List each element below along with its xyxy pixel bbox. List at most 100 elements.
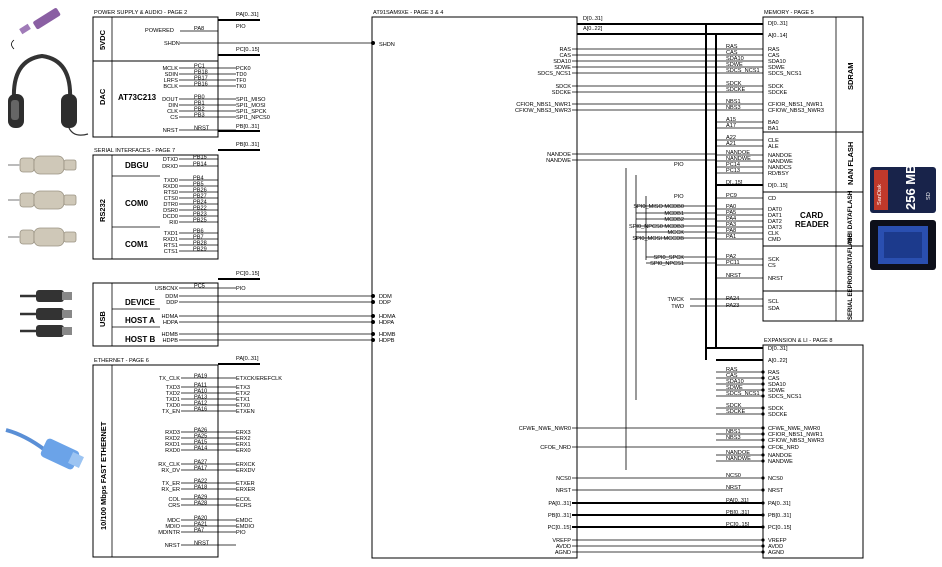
exp-sig: SDCKE bbox=[726, 409, 746, 415]
eth-func: ERXDV bbox=[236, 468, 256, 474]
eth-func: EMDC bbox=[236, 518, 252, 524]
card-pin: DAT1 bbox=[768, 213, 782, 219]
dac-func: PCK0 bbox=[236, 66, 251, 72]
mem-pin: CFIOR_NBS1_NWR1 bbox=[768, 102, 823, 108]
exp-pin: PC[0..15] bbox=[768, 525, 792, 531]
hosta-label: HOST A bbox=[125, 316, 155, 325]
mcu-usb-pin: HDMA bbox=[379, 314, 396, 320]
eth-func: ECRS bbox=[236, 503, 252, 509]
card-sig: PA1 bbox=[726, 234, 736, 240]
eth-port: PA10 bbox=[194, 389, 207, 395]
card-pin: DAT0 bbox=[768, 207, 782, 213]
dac-pin: LRFS bbox=[164, 78, 179, 84]
exp-sig: NBS3 bbox=[726, 435, 741, 441]
dac-func: SPI1_MOSI bbox=[236, 103, 266, 109]
dac-label: DAC bbox=[98, 88, 107, 105]
ser-pin: CS bbox=[768, 263, 776, 269]
mci-label: MCI DATAFLASH bbox=[847, 190, 854, 243]
nand-sig: PC14 bbox=[726, 162, 740, 168]
mcu-mci-pin: MCCK bbox=[668, 230, 685, 236]
pio-power: PIO bbox=[236, 24, 246, 30]
twi-pin: SDA bbox=[768, 306, 780, 312]
rs232-label: RS232 bbox=[98, 199, 107, 222]
dac-pin: CS bbox=[170, 115, 178, 121]
mcu-block bbox=[371, 16, 578, 559]
serial-port: PB6 bbox=[193, 229, 204, 235]
shdn-label: SHDN bbox=[164, 41, 180, 47]
eth-port: PA21 bbox=[194, 522, 207, 528]
dbgu-label: DBGU bbox=[125, 161, 149, 170]
mem-sig: SDCK bbox=[726, 81, 742, 87]
eth-func: ETXCK/EREFCLK bbox=[236, 376, 282, 382]
exp-pin-dot bbox=[761, 445, 765, 449]
serial-port: PB29 bbox=[193, 247, 207, 253]
eth-pin: RX_DV bbox=[161, 468, 180, 474]
mem-sig: SDA10 bbox=[726, 56, 744, 62]
mcu-twi-pin: TWD bbox=[671, 304, 684, 310]
usb-pin: HDMA bbox=[162, 314, 179, 320]
eth-func: ETX3 bbox=[236, 385, 250, 391]
nand-pin: NANDCS bbox=[768, 165, 792, 171]
serial-port: PB24 bbox=[193, 200, 207, 206]
eth-port: PA22 bbox=[194, 479, 207, 485]
mcu-port-bus: PB[0..31] bbox=[548, 513, 571, 519]
exp-pin: NANDOE bbox=[768, 453, 792, 459]
mcu-usb-pin: DDM bbox=[379, 294, 392, 300]
eth-pin: MDIO bbox=[165, 524, 180, 530]
nand-pin: NANDOE bbox=[768, 153, 792, 159]
eth-pin: RX_CLK bbox=[158, 462, 180, 468]
nand-pin: RD/BSY bbox=[768, 171, 789, 177]
dac-port: PC1 bbox=[194, 64, 205, 70]
mcu-twi-pin: TWCK bbox=[668, 297, 685, 303]
mcu-usb-pin: HDMB bbox=[379, 332, 396, 338]
usb-pin: HDMB bbox=[162, 332, 179, 338]
mcu-sdram-pin: CFIOR_NBS1_NWR1 bbox=[516, 102, 571, 108]
eth-port: PA20 bbox=[194, 516, 207, 522]
exp-pin: SDCS_NCS1 bbox=[768, 394, 802, 400]
eth-pin: TXD0 bbox=[166, 403, 180, 409]
mem-pin: SDCK bbox=[768, 84, 784, 90]
eth-func: ERX3 bbox=[236, 430, 251, 436]
exp-pin-dot bbox=[761, 476, 765, 480]
bus-pb-dac: PB[0..31] bbox=[236, 124, 259, 130]
nand-pin: NANDWE bbox=[768, 159, 793, 165]
usb-pin-dot bbox=[371, 294, 375, 298]
exp-sig: PA[0..31] bbox=[726, 498, 749, 504]
sd-card-icon: SanDisk 256 MB SD bbox=[870, 164, 936, 213]
mem-sig: A15 bbox=[726, 117, 736, 123]
dac-port: PB0 bbox=[194, 95, 205, 101]
eth-label: 10/100 Mbps FAST ETHERNET bbox=[99, 421, 108, 530]
ethernet-cable-icon bbox=[5, 428, 84, 470]
eth-port: PA28 bbox=[194, 501, 207, 507]
mem-sig: NBS1 bbox=[726, 99, 741, 105]
exp-pin-dot bbox=[761, 501, 765, 505]
exp-pin-dot bbox=[761, 538, 765, 542]
exp-sig: CAS bbox=[726, 373, 738, 379]
eth-port: PA12 bbox=[194, 401, 207, 407]
exp-pin: NCS0 bbox=[768, 476, 783, 482]
mcu-sdram-pin: SDCKE bbox=[552, 90, 572, 96]
sereeprom-label: SERIAL EEPROM/DATAFLASH bbox=[848, 233, 854, 320]
serial-port: PB27 bbox=[193, 194, 207, 200]
dac-pin: NRST bbox=[163, 128, 179, 134]
usb-pin-dot bbox=[371, 320, 375, 324]
bus-a: A[0..22] bbox=[583, 26, 603, 32]
ethernet-block bbox=[92, 364, 219, 558]
ser-sig: PA2 bbox=[726, 254, 736, 260]
expansion-signals: RASCASSDA10SDWESDCS_NCS1SDCKSDCKENBS1NBS… bbox=[716, 367, 824, 556]
dac-func: SPI1_NPCS0 bbox=[236, 115, 270, 121]
mcu-pwr-pin: AVDD bbox=[556, 544, 571, 550]
sd-brand: SanDisk bbox=[877, 184, 883, 205]
usb-port: PC5 bbox=[194, 284, 205, 290]
pa8-label: PA8 bbox=[194, 26, 204, 32]
hostb-label: HOST B bbox=[125, 335, 155, 344]
mem-sig: SDWE bbox=[726, 62, 743, 68]
mcu-pwr-pin: VREFP bbox=[552, 538, 571, 544]
mcu-mci-pin: SPI0_MISO MCDB0 bbox=[633, 204, 684, 210]
eth-port: PA25 bbox=[194, 434, 207, 440]
serial-port: PB22 bbox=[193, 206, 207, 212]
usb-pin: HDPB bbox=[162, 338, 178, 344]
title-expansion: EXPANSION & LI - PAGE 8 bbox=[764, 338, 833, 344]
usb-pin-dot bbox=[371, 314, 375, 318]
exp-sig: NBS1 bbox=[726, 429, 741, 435]
